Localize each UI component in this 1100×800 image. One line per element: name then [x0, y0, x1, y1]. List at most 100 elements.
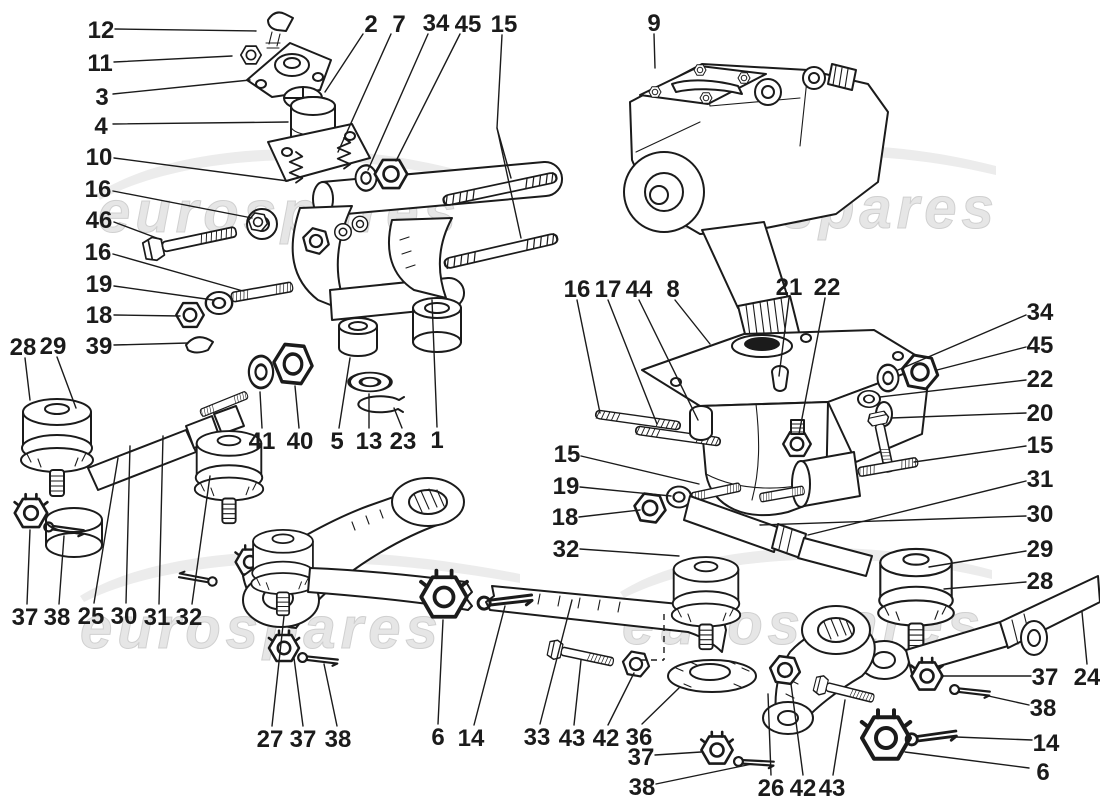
slotted-nut-6 [859, 708, 913, 761]
leader-line [112, 253, 244, 292]
nut-18 [175, 301, 205, 329]
leader-line [473, 605, 506, 726]
idler-arm-assembly-illustration [667, 556, 877, 771]
leader-line [638, 299, 699, 421]
leader-line [125, 445, 131, 604]
part-number-label: 9 [647, 10, 660, 37]
nut-45 [373, 158, 409, 190]
part-number-label: 34 [1027, 299, 1054, 326]
leader-line [323, 663, 338, 727]
part-number-label: 16 [85, 239, 112, 266]
leader-line [653, 33, 656, 69]
plug-screw-21 [771, 365, 789, 392]
leader-line [293, 657, 304, 727]
right-tie-rod-illustration [683, 495, 1100, 761]
part-number-label: 6 [1036, 759, 1049, 786]
part-number-label: 37 [1032, 664, 1059, 691]
leader-line [778, 297, 790, 377]
leader-line [113, 285, 214, 301]
cotter-pin-38 [948, 683, 992, 700]
part-number-label: 42 [790, 775, 817, 800]
nut-18 [631, 491, 669, 525]
part-number-label: 27 [257, 726, 284, 753]
leader-line [113, 221, 163, 241]
ball-joint-28-29 [20, 398, 94, 497]
part-number-label: 15 [1027, 432, 1054, 459]
leader-line [112, 190, 253, 219]
leader-line [641, 687, 680, 725]
leader-line [654, 751, 702, 756]
watermark-swoosh [96, 149, 458, 200]
part-number-label: 16 [85, 176, 112, 203]
leader-line [113, 157, 289, 182]
leader-line [337, 33, 392, 153]
cotter-pin [177, 569, 219, 588]
part-number-label: 29 [40, 333, 67, 360]
leader-line [943, 581, 1027, 590]
part-number-label: 15 [554, 441, 581, 468]
part-number-label: 38 [1030, 695, 1057, 722]
snap-ring-23 [357, 395, 405, 414]
leader-line [655, 763, 753, 785]
grease-nipple-icon [267, 11, 294, 32]
part-number-label: 4 [94, 113, 108, 140]
nut-40 [270, 341, 316, 387]
part-number-label: 10 [86, 144, 113, 171]
leader-line [936, 346, 1027, 371]
leader-line [807, 480, 1027, 536]
nut-11 [239, 45, 263, 65]
part-number-label: 42 [593, 725, 620, 752]
cover-bolt-icon [699, 92, 713, 104]
part-number-label: 33 [524, 724, 551, 751]
washer-34 [875, 362, 901, 394]
leader-line [496, 34, 522, 239]
watermark-swoosh [80, 550, 520, 602]
leader-line [191, 475, 211, 605]
castle-nut-37 [13, 492, 49, 529]
part-number-label: 41 [249, 428, 276, 455]
cover-bolt-icon [648, 86, 662, 98]
part-number-label: 31 [1027, 466, 1054, 493]
clamp-31 [213, 405, 245, 435]
leader-line [112, 121, 289, 125]
leader-line [578, 509, 641, 518]
leader-line [832, 699, 846, 776]
leader-line [431, 299, 438, 428]
leader-line [913, 445, 1027, 463]
part-number-label: 11 [87, 50, 112, 77]
part-number-label: 30 [1027, 501, 1054, 528]
leader-line [607, 672, 635, 726]
leader-line [259, 391, 263, 429]
part-number-label: 29 [1027, 536, 1054, 563]
leader-line [395, 33, 461, 162]
leader-line [579, 486, 672, 497]
leader-line [294, 385, 300, 429]
bracket-upper-tube [321, 160, 563, 217]
steering-box-illustration [623, 63, 889, 361]
part-number-label: 39 [86, 333, 113, 360]
part-number-label: 25 [78, 603, 105, 630]
part-number-label: 22 [814, 274, 841, 301]
leader-line [580, 455, 700, 485]
part-number-label: 2 [364, 11, 377, 38]
part-number-label: 19 [86, 271, 113, 298]
leader-line [579, 548, 680, 557]
leader-line [158, 435, 164, 605]
leader-line [607, 299, 658, 425]
leader-line [576, 299, 601, 414]
part-number-label: 21 [776, 274, 803, 301]
leader-line [539, 599, 573, 725]
leader-line [759, 515, 1027, 526]
part-number-label: 46 [86, 207, 113, 234]
part-number-label: 24 [1074, 664, 1100, 691]
part-number-label: 19 [553, 473, 580, 500]
part-number-label: 32 [553, 536, 580, 563]
part-number-label: 37 [628, 744, 655, 771]
part-number-label: 45 [1027, 332, 1054, 359]
idler-bracket-assembly-illustration [141, 158, 563, 414]
screw-22 [782, 430, 812, 458]
part-number-label: 44 [626, 276, 653, 303]
part-number-label: 37 [12, 604, 39, 631]
